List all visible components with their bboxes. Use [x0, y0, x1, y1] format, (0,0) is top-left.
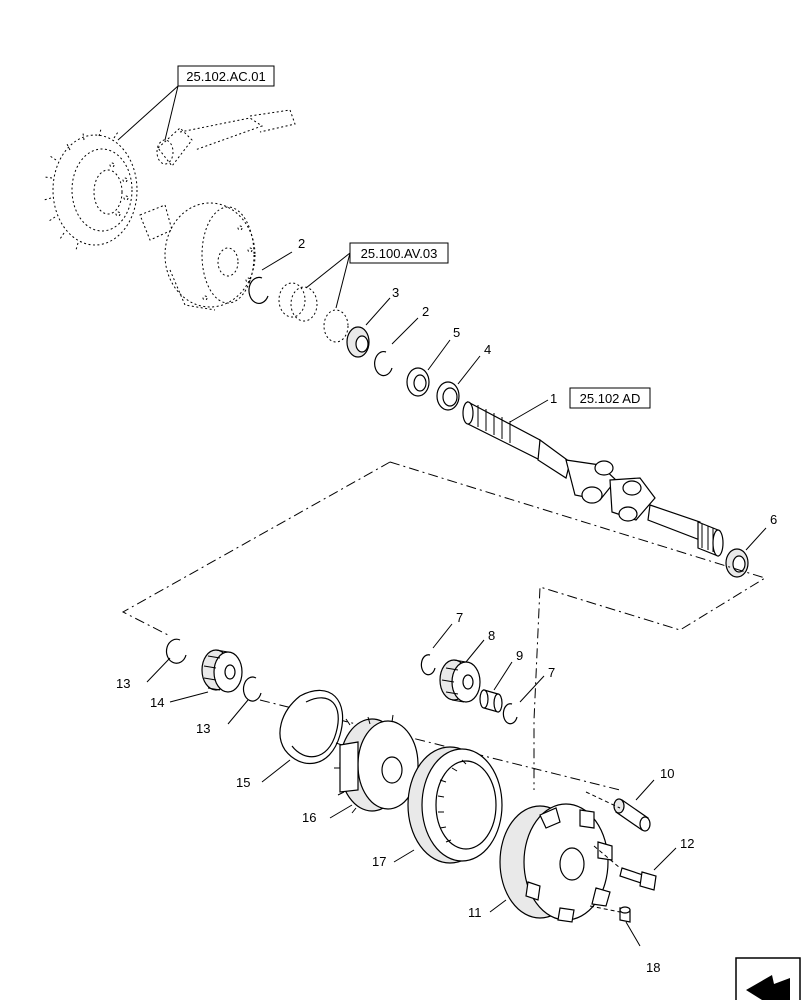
- ring-gear: [43, 128, 138, 251]
- pinion-shaft: [156, 109, 296, 167]
- reference-differential[interactable]: 25.100.AV.03: [305, 242, 449, 309]
- assembly-guide: [585, 791, 621, 913]
- wheel-hub-11: 11: [468, 803, 613, 923]
- callout-group-1: 1: [509, 391, 557, 423]
- callout-3: 3: [392, 285, 399, 300]
- washer-5: 5: [406, 325, 460, 397]
- callout-7-upper: 7: [456, 610, 463, 625]
- callout-8: 8: [488, 628, 495, 643]
- callout-14: 14: [150, 695, 164, 710]
- snap-ring-2-lower: 2: [374, 304, 429, 377]
- callout-7-lower: 7: [548, 665, 555, 680]
- callout-9: 9: [516, 648, 523, 663]
- callout-15: 15: [236, 775, 250, 790]
- callout-6: 6: [770, 512, 777, 527]
- planet-carrier-16: 16: [302, 714, 419, 825]
- callout-2-upper: 2: [298, 236, 305, 251]
- next-page-arrow-icon[interactable]: [735, 957, 801, 1000]
- planet-gear-8: 8: [439, 628, 495, 703]
- callout-4: 4: [484, 342, 491, 357]
- seal-4: 4: [436, 342, 491, 411]
- reference-differential-label: 25.100.AV.03: [361, 246, 438, 261]
- callout-13-lower: 13: [196, 721, 210, 736]
- callout-13-upper: 13: [116, 676, 130, 691]
- callout-16: 16: [302, 810, 316, 825]
- seal-6: 6: [725, 512, 777, 578]
- retaining-ring-15: 15: [236, 689, 344, 790]
- snap-ring-7-upper: 7: [420, 610, 463, 676]
- snap-ring-13-upper: 13: [116, 638, 187, 691]
- ring-gear-17: 17: [372, 746, 503, 869]
- reference-axle-shaft-label: 25.102 AD: [580, 391, 641, 406]
- callout-18: 18: [646, 960, 660, 975]
- reference-ring-pinion[interactable]: 25.102.AC.01: [117, 65, 275, 141]
- bolt-12: 12: [619, 836, 694, 891]
- callout-11: 11: [468, 905, 482, 920]
- bearing-3: 3: [346, 285, 399, 358]
- planet-gear-14: 14: [150, 649, 243, 710]
- snap-ring-7-lower: 7: [502, 665, 555, 725]
- callout-12: 12: [680, 836, 694, 851]
- differential-carrier: [139, 202, 256, 311]
- reference-ring-pinion-label: 25.102.AC.01: [186, 69, 266, 84]
- axle-shaft-1: [462, 401, 724, 557]
- callout-10: 10: [660, 766, 674, 781]
- needle-bearing-9: 9: [479, 648, 523, 713]
- pin-10: 10: [613, 766, 674, 832]
- callout-1: 1: [550, 391, 557, 406]
- callout-17: 17: [372, 854, 386, 869]
- reference-axle-shaft[interactable]: 25.102 AD: [569, 387, 651, 409]
- side-gear-ref: [278, 282, 349, 343]
- snap-ring-13-lower: 13: [196, 676, 262, 736]
- callout-2-lower: 2: [422, 304, 429, 319]
- snap-ring-2-upper: 2: [248, 236, 305, 304]
- plug-18: 18: [619, 906, 660, 975]
- callout-5: 5: [453, 325, 460, 340]
